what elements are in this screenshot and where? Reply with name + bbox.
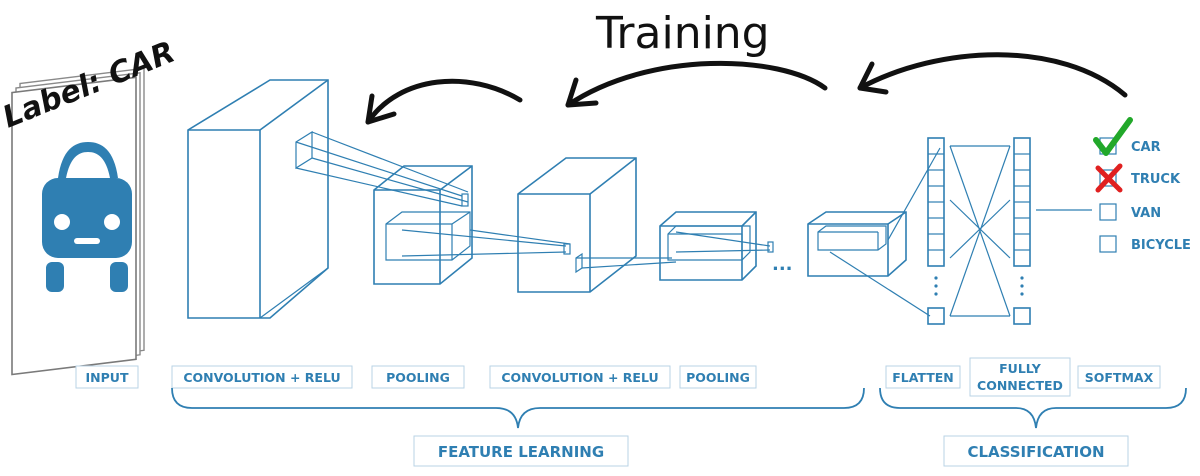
- training-arrows: [365, 52, 1128, 125]
- feature-learning-brace: [171, 387, 865, 429]
- stage-label-fc-line1: FULLY: [999, 361, 1042, 376]
- stage-label-fc-line2: CONNECTED: [977, 378, 1063, 393]
- ellipsis: ...: [772, 254, 793, 275]
- stage-label-input: INPUT: [86, 370, 129, 385]
- backprop-arrow-2-head: [565, 77, 599, 108]
- pool2-volume: [659, 211, 774, 281]
- output-label-bicycle: BICYCLE: [1131, 238, 1191, 253]
- backprop-arrow-2: [565, 60, 828, 108]
- group-label-feature-learning: FEATURE LEARNING: [438, 443, 604, 461]
- output-label-car: CAR: [1131, 140, 1161, 155]
- output-item-car: CAR: [1093, 117, 1161, 156]
- output-label-van: VAN: [1131, 206, 1161, 221]
- pool1-volume: [373, 165, 571, 285]
- training-title: Training: [595, 8, 770, 59]
- conv2-volume: [517, 157, 677, 293]
- cross-mark-icon: [1095, 163, 1123, 193]
- backprop-arrow-3-head: [365, 93, 397, 125]
- backprop-arrow-1: [857, 52, 1128, 98]
- output-label-truck: TRUCK: [1131, 172, 1181, 187]
- stage-label-pool2: POOLING: [686, 370, 750, 385]
- stage-label-flatten: FLATTEN: [892, 370, 954, 385]
- classification-brace: [879, 387, 1187, 429]
- stage-label-softmax: SOFTMAX: [1085, 370, 1154, 385]
- final-feature-volume: [807, 211, 907, 277]
- check-mark-icon: [1093, 117, 1133, 156]
- conv1-volume: [187, 79, 469, 319]
- flatten-column: [829, 137, 945, 325]
- stage-label-pool1: POOLING: [386, 370, 450, 385]
- output-classes: CAR TRUCK VAN BICYCLE: [1093, 117, 1191, 253]
- fully-connected-column: [949, 137, 1092, 325]
- backprop-arrow-3: [365, 78, 523, 125]
- car-icon: [42, 142, 132, 292]
- output-item-truck: TRUCK: [1095, 163, 1181, 193]
- backprop-arrow-1-head: [857, 61, 889, 95]
- output-item-bicycle: BICYCLE: [1099, 235, 1191, 253]
- group-label-classification: CLASSIFICATION: [967, 443, 1104, 461]
- stage-label-conv2: CONVOLUTION + RELU: [501, 370, 658, 385]
- stage-labels: INPUT CONVOLUTION + RELU POOLING CONVOLU…: [75, 357, 1161, 397]
- stage-label-conv1: CONVOLUTION + RELU: [183, 370, 340, 385]
- output-item-van: VAN: [1099, 203, 1161, 221]
